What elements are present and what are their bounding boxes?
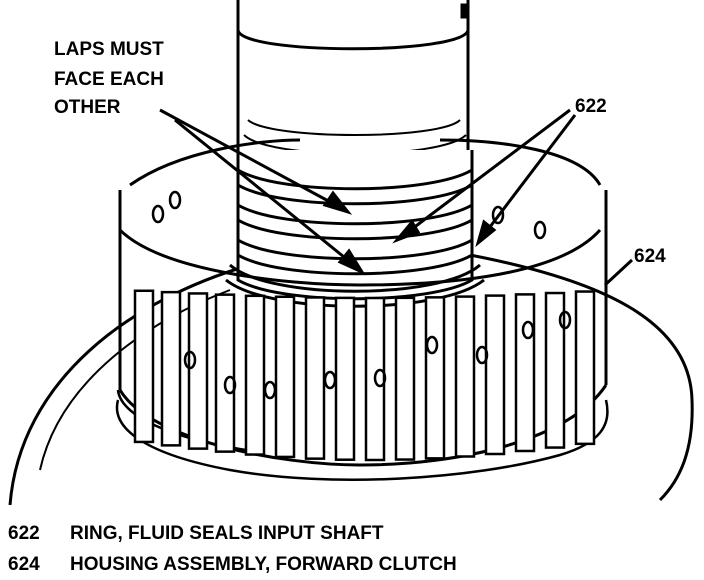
oil-hole <box>475 345 489 365</box>
oil-hole <box>373 368 387 388</box>
spline-tooth <box>274 295 296 459</box>
oil-hole <box>151 204 165 224</box>
spline-tooth <box>244 294 266 456</box>
callout-624: 624 <box>634 246 666 267</box>
spline-tooth <box>304 296 326 460</box>
oil-hole <box>183 350 197 370</box>
laps-note-line2: FACE EACH <box>54 69 164 90</box>
spline-tooth <box>454 295 476 458</box>
spline-tooth <box>214 293 236 453</box>
oil-hole <box>425 335 439 355</box>
oil-hole <box>533 220 547 240</box>
legend-num-624: 624 <box>8 554 40 575</box>
oil-hole <box>323 370 337 390</box>
spline-tooth <box>544 291 566 449</box>
callout-622: 622 <box>575 96 607 117</box>
legend: 622 RING, FLUID SEALS INPUT SHAFT 624 HO… <box>8 523 457 575</box>
laps-note-line3: OTHER <box>54 97 121 118</box>
spline-tooth <box>160 290 182 447</box>
callout-leaders <box>159 108 634 287</box>
oil-hole <box>521 320 535 340</box>
oil-hole <box>491 205 505 225</box>
input-shaft <box>236 0 470 155</box>
oil-hole <box>558 310 572 330</box>
housing-holes <box>151 190 572 400</box>
spline-tooth <box>334 296 356 461</box>
oil-hole <box>263 380 277 400</box>
spline-tooth <box>574 290 596 446</box>
legend-text-622: RING, FLUID SEALS INPUT SHAFT <box>70 523 384 544</box>
housing-splines <box>133 289 596 462</box>
legend-num-622: 622 <box>8 523 40 544</box>
spline-tooth <box>514 293 536 453</box>
oil-hole <box>168 190 182 210</box>
legend-text-624: HOUSING ASSEMBLY, FORWARD CLUTCH <box>70 554 457 575</box>
spline-tooth <box>424 296 446 460</box>
laps-note-line1: LAPS MUST <box>54 39 164 60</box>
spline-tooth <box>133 289 155 444</box>
seal-rings <box>225 150 485 308</box>
spline-tooth <box>484 294 506 456</box>
spline-tooth <box>187 292 209 450</box>
spline-tooth <box>394 296 416 461</box>
oil-hole <box>223 375 237 395</box>
